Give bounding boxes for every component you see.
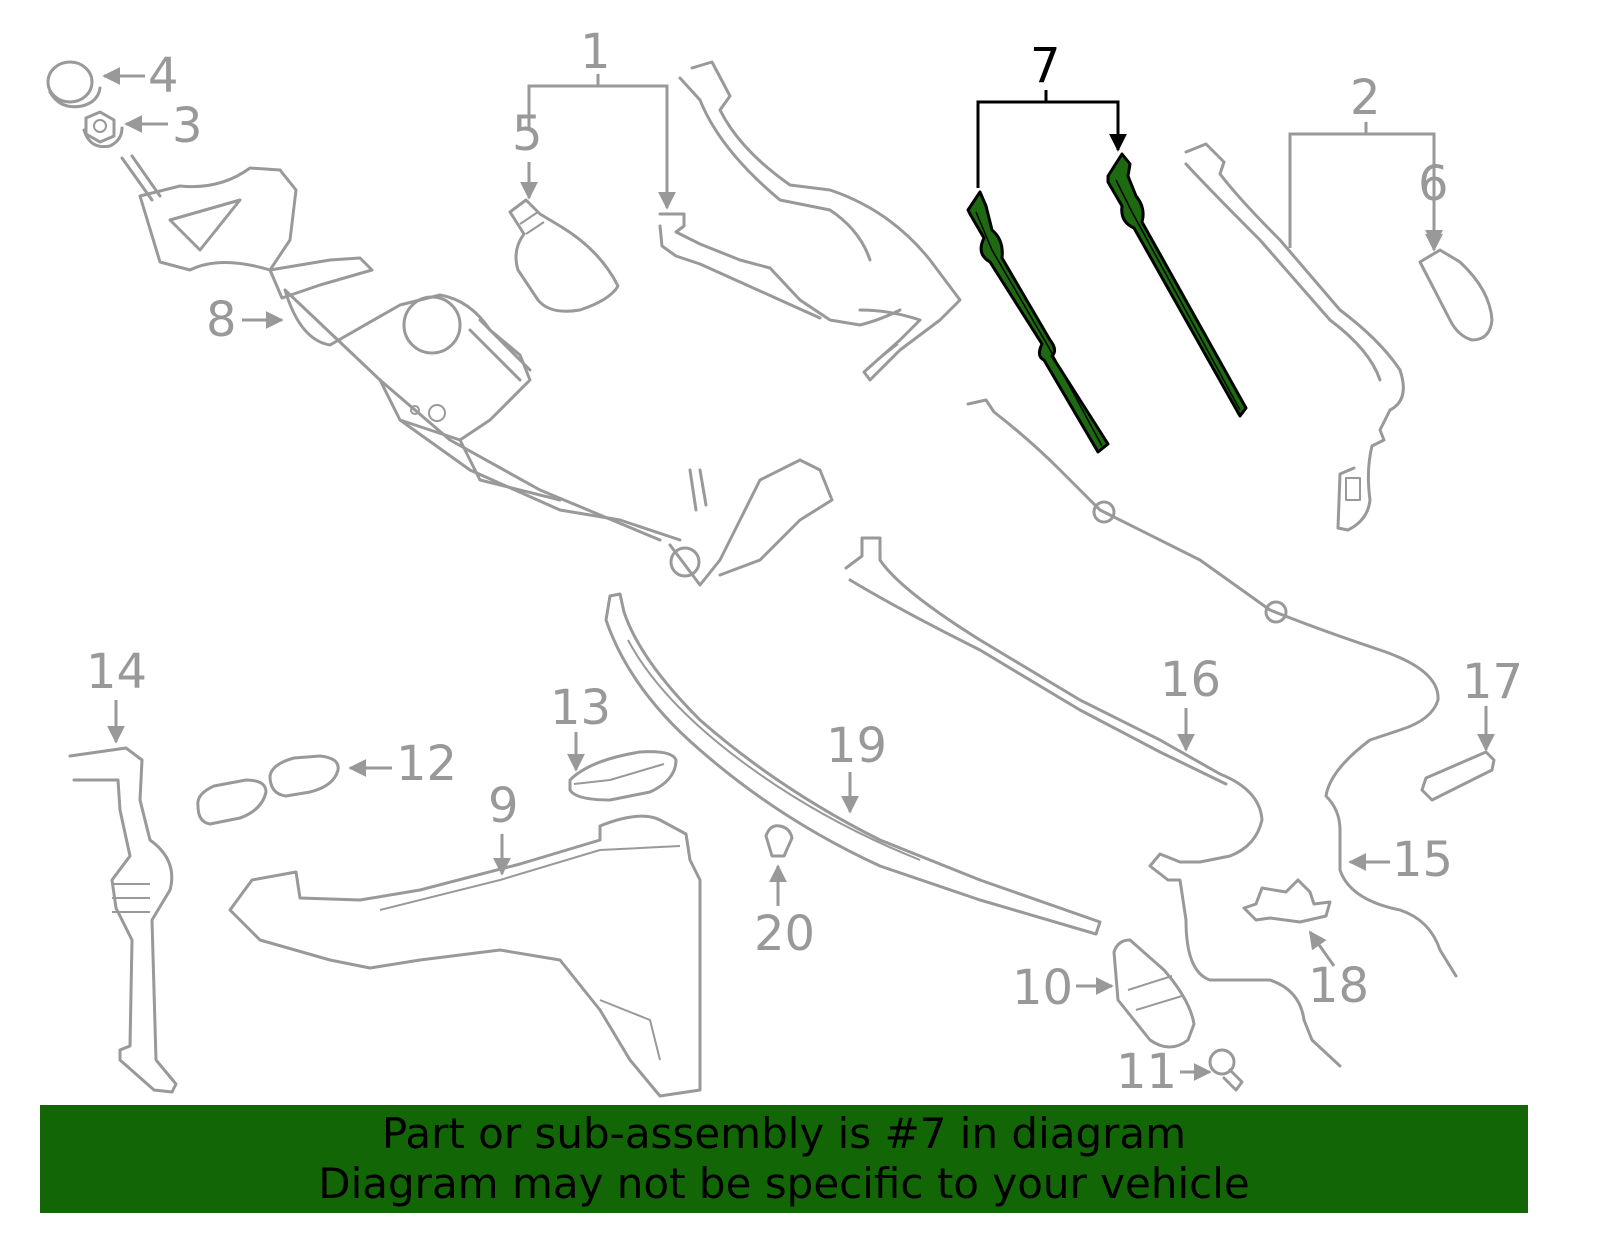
callout-20: 20 — [754, 906, 816, 962]
part-10-washer-pump — [1076, 938, 1196, 1049]
part-8-wiper-linkage — [120, 154, 834, 587]
part-7-wiper-blades — [966, 90, 1248, 454]
callout-19: 19 — [826, 718, 888, 774]
part-13-filler-cap — [567, 732, 678, 802]
part-6-cap — [1418, 208, 1494, 342]
callout-15: 15 — [1392, 832, 1454, 888]
callout-12: 12 — [396, 736, 458, 792]
callout-7: 7 — [1030, 38, 1061, 94]
part-18-bracket — [1242, 878, 1336, 967]
part-11-grommet — [1180, 1048, 1244, 1092]
callout-8: 8 — [206, 292, 237, 348]
callout-4: 4 — [148, 48, 179, 104]
part-20-push-pin — [764, 824, 794, 906]
callout-3: 3 — [172, 98, 203, 154]
callout-17: 17 — [1462, 654, 1524, 710]
callout-11: 11 — [1116, 1044, 1178, 1100]
callout-5: 5 — [512, 106, 543, 162]
part-2-group-bracket — [1288, 122, 1443, 252]
part-1-wiper-arm-left — [658, 60, 962, 382]
part-14-hose — [68, 700, 178, 1094]
info-banner: Part or sub-assembly is #7 in diagram Di… — [40, 1105, 1528, 1213]
banner-part-notice: Part or sub-assembly is #7 in diagram — [381, 1109, 1187, 1158]
part-9-washer-reservoir — [228, 814, 702, 1098]
callout-2: 2 — [1350, 70, 1381, 126]
part-16-hose-trim — [844, 536, 1342, 1068]
callout-10: 10 — [1012, 960, 1074, 1016]
part-5-cover — [508, 162, 620, 313]
part-19-cowl-seal — [604, 592, 1102, 936]
callout-1: 1 — [580, 24, 611, 80]
part-1-group-bracket — [527, 74, 676, 210]
part-15-washer-hose — [966, 398, 1458, 978]
part-3-nut — [82, 110, 168, 149]
callout-13: 13 — [550, 680, 612, 736]
callout-14: 14 — [86, 644, 148, 700]
callout-18: 18 — [1308, 958, 1370, 1014]
callout-16: 16 — [1160, 652, 1222, 708]
banner-disclaimer: Diagram may not be specific to your vehi… — [318, 1159, 1250, 1208]
callout-9: 9 — [488, 778, 519, 834]
part-4-cap — [46, 60, 145, 109]
part-12-grommet — [196, 754, 392, 826]
part-17-clip — [1420, 706, 1496, 802]
part-2-wiper-arm-right — [1184, 142, 1405, 532]
callout-6: 6 — [1418, 156, 1449, 212]
